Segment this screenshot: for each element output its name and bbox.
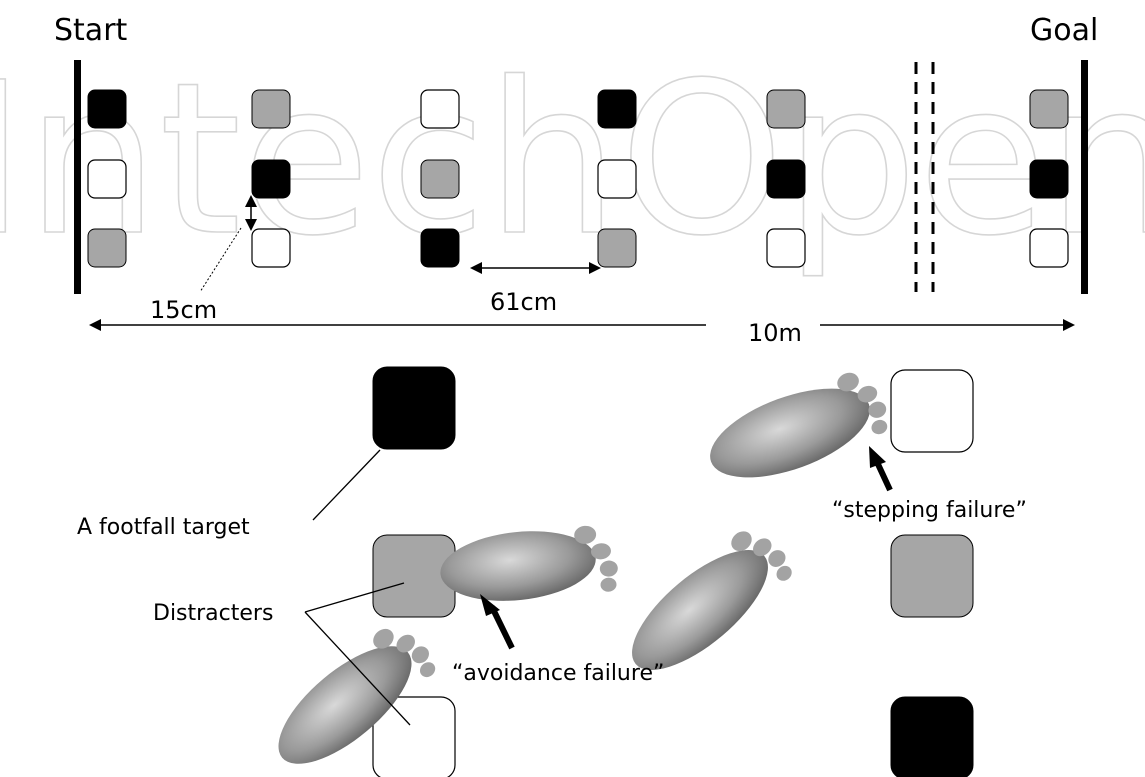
stepping-failure-label: “stepping failure” bbox=[832, 498, 1027, 523]
spacing-61cm-label: 61cm bbox=[490, 288, 557, 316]
distracter-leader-2 bbox=[304, 611, 411, 726]
walkway-tile-target bbox=[87, 89, 127, 129]
walkway-tile-distracter bbox=[251, 89, 291, 129]
start-line bbox=[74, 60, 81, 294]
foot-bottom bbox=[278, 628, 436, 764]
walkway-tile-target bbox=[597, 89, 637, 129]
footfall-target-leader bbox=[312, 449, 381, 521]
goal-line bbox=[1081, 60, 1088, 294]
walkway-tile-target bbox=[1029, 159, 1069, 199]
detail-tiles bbox=[372, 366, 974, 777]
walkway-tile-empty bbox=[251, 228, 291, 268]
walkway-tile-empty bbox=[87, 159, 127, 199]
start-label: Start bbox=[54, 13, 128, 48]
goal-label: Goal bbox=[1030, 13, 1098, 48]
foot-middle bbox=[632, 531, 792, 670]
watermark-text: IntechOpen bbox=[0, 37, 1145, 282]
walkway-tile-empty bbox=[420, 89, 460, 129]
foot-stepping bbox=[710, 372, 888, 478]
avoidance-failure-arrowhead bbox=[480, 594, 500, 616]
walkway-tile-distracter bbox=[420, 159, 460, 199]
detail-tile-empty bbox=[372, 696, 456, 777]
walkway-tile-distracter bbox=[1029, 89, 1069, 129]
walkway-tile-distracter bbox=[87, 228, 127, 268]
walkway-tile-target bbox=[251, 159, 291, 199]
walkway-tile-distracter bbox=[597, 228, 637, 268]
walkway-tile-empty bbox=[766, 228, 806, 268]
distracter-leader-1 bbox=[304, 582, 405, 613]
footfall-target-label: A footfall target bbox=[77, 515, 250, 540]
detail-tile-target bbox=[890, 696, 974, 777]
walkway-tile-grid bbox=[87, 89, 1069, 268]
avoidance-failure-arrow bbox=[489, 605, 515, 650]
foot-avoidance bbox=[440, 525, 618, 601]
avoidance-failure-label: “avoidance failure” bbox=[452, 661, 664, 686]
walkway-tile-empty bbox=[1029, 228, 1069, 268]
detail-tile-empty bbox=[890, 369, 974, 453]
distracters-label: Distracters bbox=[153, 601, 273, 626]
spacing-15cm-label: 15cm bbox=[150, 296, 217, 324]
walkway-tile-target bbox=[420, 228, 460, 268]
walkway-tile-target bbox=[766, 159, 806, 199]
spacing-15cm-leader bbox=[199, 227, 242, 293]
stepping-failure-arrow bbox=[874, 460, 893, 492]
walkway-tile-distracter bbox=[766, 89, 806, 129]
length-10m-label: 10m bbox=[748, 319, 802, 347]
walkway-tile-empty bbox=[597, 159, 637, 199]
detail-tile-target bbox=[372, 366, 456, 450]
detail-tile-distracter bbox=[890, 534, 974, 618]
stepping-failure-arrowhead bbox=[869, 446, 886, 468]
